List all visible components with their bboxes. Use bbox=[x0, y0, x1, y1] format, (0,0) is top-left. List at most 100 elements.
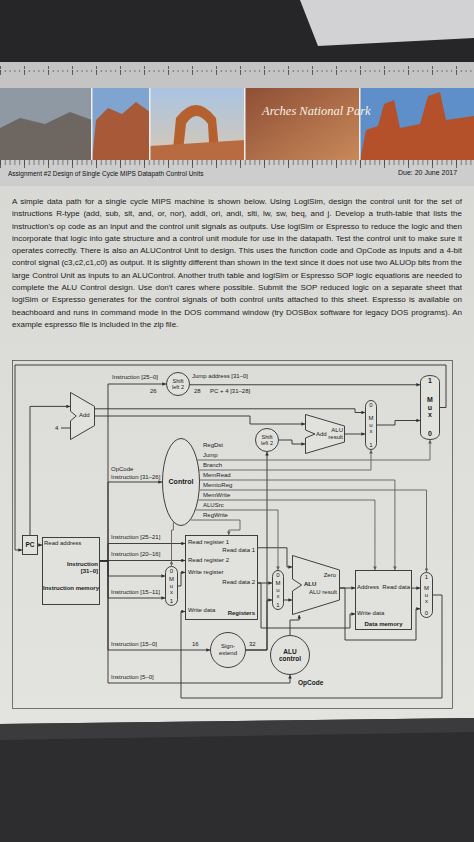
ruler-edge bbox=[0, 160, 474, 186]
data-wire bbox=[30, 406, 70, 535]
node-text: Write data bbox=[357, 610, 384, 617]
text-holder: Control bbox=[162, 438, 200, 526]
register-file: Read register 1Read data 1Read register … bbox=[185, 535, 258, 620]
data-wire bbox=[412, 588, 420, 589]
signal-name: RegDst bbox=[203, 442, 223, 449]
node-text: Add bbox=[79, 412, 90, 419]
photo-panel bbox=[245, 88, 360, 160]
data-wire bbox=[290, 615, 299, 635]
panel-divider bbox=[244, 88, 246, 160]
constant-wire bbox=[61, 428, 70, 429]
bus-label: PC + 4 [31–28] bbox=[210, 388, 250, 395]
node-text: Read register 1 bbox=[188, 539, 229, 546]
mux-symbol: 1M u x0 bbox=[420, 375, 440, 440]
node-text: Read address bbox=[44, 540, 81, 547]
data-wire bbox=[38, 545, 42, 546]
paper-sheet bbox=[0, 168, 474, 724]
signal-name: MemRead bbox=[203, 472, 231, 479]
node-text: ALU result bbox=[309, 589, 337, 596]
data-wire bbox=[279, 440, 305, 444]
outline-path bbox=[23, 536, 38, 555]
node-text: 0 bbox=[170, 568, 173, 574]
bus-label: Instruction [25–0] bbox=[112, 374, 158, 381]
node-text: Write register bbox=[188, 569, 224, 576]
node-text: 0 bbox=[369, 402, 372, 408]
mux-symbol: 1M u x0 bbox=[420, 572, 433, 618]
data-wire bbox=[100, 561, 165, 598]
due-date: Due: 20 June 2017 bbox=[398, 169, 457, 177]
text-holder: Shift left 2 bbox=[255, 428, 279, 452]
node-text: Write data bbox=[188, 607, 215, 614]
node-text: 1 bbox=[425, 574, 428, 580]
alu-control-unit: ALU control bbox=[270, 635, 310, 675]
bus-label: OpCode bbox=[298, 679, 323, 686]
shift-unit: Shift left 2 bbox=[255, 428, 279, 452]
data-wire bbox=[284, 600, 292, 601]
outline-path bbox=[366, 401, 377, 450]
text-holder: 0M u x1 bbox=[365, 400, 377, 450]
text-holder: Shift left 2 bbox=[166, 372, 190, 396]
rock-shape bbox=[92, 102, 150, 160]
data-wire bbox=[377, 421, 420, 426]
bit-width: 32 bbox=[249, 641, 256, 648]
bit-width: 16 bbox=[192, 641, 199, 648]
node-text: Shift left 2 bbox=[170, 378, 186, 390]
mux-symbol: 0M u x1 bbox=[272, 570, 284, 610]
node-text: Registers bbox=[228, 610, 255, 617]
data-wire bbox=[95, 409, 365, 413]
adder-unit: AddALU result bbox=[305, 414, 345, 454]
bus-label: OpCode bbox=[111, 466, 133, 473]
rock-shape bbox=[0, 112, 92, 160]
signal-name: MemtoReg bbox=[203, 482, 232, 489]
node-text: ALU bbox=[304, 581, 316, 588]
node-text: Address bbox=[357, 584, 379, 591]
signal-name: MemWrite bbox=[203, 492, 230, 499]
node-text: 1 bbox=[276, 602, 279, 608]
data-wire bbox=[100, 560, 185, 561]
rock-shape bbox=[150, 140, 245, 160]
node-text: Instruction [31–0] bbox=[62, 561, 98, 575]
node-text: M u x bbox=[275, 580, 281, 599]
data-wire bbox=[190, 384, 420, 386]
data-wire bbox=[100, 544, 185, 561]
shift-unit: Shift left 2 bbox=[166, 372, 190, 396]
photo-panel bbox=[92, 88, 150, 160]
text-holder: PC bbox=[22, 535, 38, 555]
node-text: Read data 2 bbox=[222, 579, 255, 586]
bus-label: Instruction [15–0] bbox=[111, 641, 157, 648]
mux-symbol: 0M u x1 bbox=[365, 400, 377, 450]
adder-unit: Add bbox=[70, 392, 95, 440]
outline-path bbox=[421, 376, 440, 440]
alu-unit: ZeroALUALU result bbox=[292, 555, 340, 615]
outline-path bbox=[71, 393, 95, 440]
bit-width: 28 bbox=[194, 388, 201, 395]
node-text: Read data bbox=[382, 584, 410, 591]
outline-path bbox=[293, 556, 340, 615]
photo-panel bbox=[150, 88, 245, 160]
signal-name: Jump bbox=[203, 452, 218, 459]
node-text: Instruction memory bbox=[42, 585, 100, 592]
text-holder: ALU control bbox=[270, 635, 310, 675]
sign-extend-unit: Sign-extend bbox=[210, 632, 246, 668]
node-text: Data memory bbox=[355, 621, 412, 628]
ruler-ticks bbox=[0, 66, 474, 75]
node-text: M u x bbox=[169, 576, 175, 595]
outline-path bbox=[271, 636, 310, 675]
photo-panel bbox=[360, 88, 474, 160]
panel-divider bbox=[91, 88, 93, 160]
node-text: ALU control bbox=[277, 648, 304, 662]
body-text: A simple data path for a single cycle MI… bbox=[12, 196, 462, 331]
bus-label: Instruction [31–26] bbox=[111, 474, 160, 481]
bus-label: Jump address [31–0] bbox=[192, 373, 248, 380]
node-text: Read data 1 bbox=[222, 547, 255, 554]
data-wire bbox=[100, 384, 166, 561]
node-text: 1 bbox=[170, 598, 173, 604]
control-wire bbox=[191, 520, 240, 535]
bus-label: Instruction [5–0] bbox=[111, 674, 154, 681]
mux-symbol: 0 M u x 1 bbox=[165, 566, 178, 606]
bus-label: Instruction [25–21] bbox=[111, 534, 160, 541]
node-text: 1 bbox=[428, 377, 432, 385]
data-wire bbox=[100, 561, 165, 576]
